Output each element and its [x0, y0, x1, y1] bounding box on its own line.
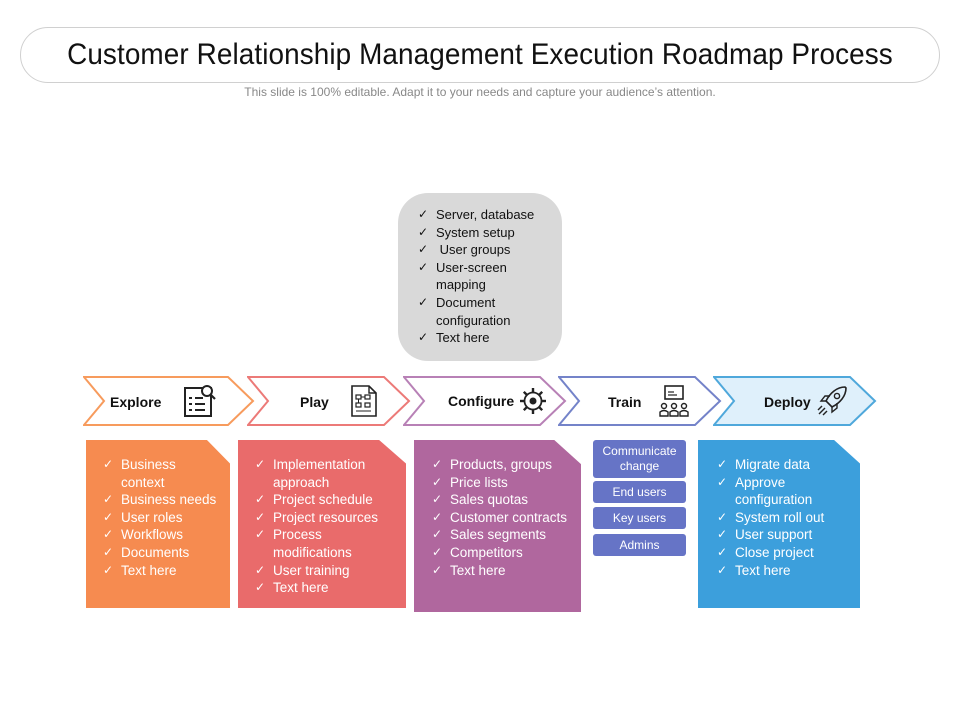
train-item: Communicate change — [593, 440, 686, 478]
rocket-icon — [817, 386, 847, 416]
play-item: Project resources — [255, 509, 398, 527]
play-item: Text here — [255, 579, 398, 597]
checklist-search-icon — [184, 385, 216, 417]
play-item: Implementation approach — [255, 456, 398, 491]
stage-label-play: Play — [300, 394, 329, 410]
deploy-item: Migrate data — [717, 456, 852, 474]
configure-item: Sales segments — [432, 526, 573, 544]
configure-list: Products, groups Price lists Sales quota… — [432, 456, 573, 579]
chevron-deploy — [713, 376, 877, 426]
configure-detail-item: Document configuration — [418, 294, 552, 329]
explore-item: Business needs — [103, 491, 222, 509]
train-item: End users — [593, 481, 686, 503]
explore-item: Workflows — [103, 526, 222, 544]
train-item: Key users — [593, 507, 686, 529]
chevron-explore — [83, 376, 255, 426]
explore-box: Business context Business needs User rol… — [86, 440, 230, 608]
configure-detail-list: Server, database System setup User group… — [418, 206, 552, 347]
configure-item: Sales quotas — [432, 491, 573, 509]
configure-detail-item: Server, database — [418, 206, 552, 224]
explore-item: User roles — [103, 509, 222, 527]
explore-item: Documents — [103, 544, 222, 562]
play-item: User training — [255, 562, 398, 580]
play-item: Project schedule — [255, 491, 398, 509]
stage-label-train: Train — [608, 394, 642, 410]
configure-item: Text here — [432, 562, 573, 580]
configure-detail-item: User-screen mapping — [418, 259, 552, 294]
play-box: Implementation approach Project schedule… — [238, 440, 406, 608]
configure-item: Competitors — [432, 544, 573, 562]
deploy-box: Migrate data Approve configuration Syste… — [698, 440, 860, 608]
chevron-play — [247, 376, 411, 426]
configure-item: Customer contracts — [432, 509, 573, 527]
configure-detail-item: System setup — [418, 224, 552, 242]
deploy-item: Close project — [717, 544, 852, 562]
title-banner: Customer Relationship Management Executi… — [20, 27, 940, 83]
configure-item: Price lists — [432, 474, 573, 492]
deploy-item: User support — [717, 526, 852, 544]
deploy-list: Migrate data Approve configuration Syste… — [717, 456, 852, 579]
presentation-audience-icon — [659, 385, 689, 417]
configure-detail-item: Text here — [418, 329, 552, 347]
flowchart-document-icon — [351, 385, 377, 417]
configure-box: Products, groups Price lists Sales quota… — [414, 440, 581, 612]
configure-detail-item: User groups — [418, 241, 552, 259]
explore-item: Business context — [103, 456, 222, 491]
subtitle: This slide is 100% editable. Adapt it to… — [244, 85, 716, 99]
configure-detail-bubble: Server, database System setup User group… — [398, 193, 562, 361]
stage-label-explore: Explore — [110, 394, 162, 410]
stage-label-configure: Configure — [448, 393, 515, 409]
deploy-item: System roll out — [717, 509, 852, 527]
explore-item: Text here — [103, 562, 222, 580]
play-item: Process modifications — [255, 526, 398, 561]
deploy-item: Text here — [717, 562, 852, 580]
configure-item: Products, groups — [432, 456, 573, 474]
gear-icon — [520, 388, 546, 414]
page-title: Customer Relationship Management Executi… — [67, 38, 893, 71]
train-item: Admins — [593, 534, 686, 556]
stage-label-deploy: Deploy — [764, 394, 811, 410]
play-list: Implementation approach Project schedule… — [255, 456, 398, 597]
explore-list: Business context Business needs User rol… — [103, 456, 222, 579]
deploy-item: Approve configuration — [717, 474, 852, 509]
chevron-configure — [403, 376, 567, 426]
